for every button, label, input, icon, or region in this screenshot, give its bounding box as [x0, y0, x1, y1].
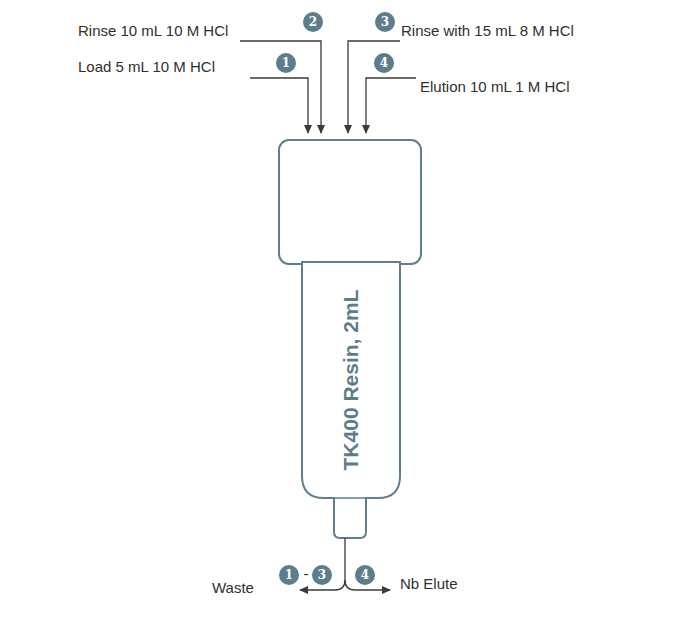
- inlet-line: [366, 78, 416, 133]
- inlet-line: [250, 78, 308, 133]
- step-label: Waste: [212, 579, 254, 597]
- callout-number: 1: [279, 565, 299, 585]
- step-label: Load 5 mL 10 M HCl: [78, 58, 215, 76]
- column-label: TK400 Resin, 2mL: [339, 290, 363, 471]
- column-body: [302, 262, 400, 538]
- inlet-line: [240, 41, 321, 133]
- reservoir: [279, 140, 421, 264]
- range-dash: -: [304, 565, 309, 583]
- inlet-line: [348, 41, 400, 133]
- callout-number: 1: [276, 53, 296, 73]
- callout-number: 3: [375, 12, 395, 32]
- step-label: Elution 10 mL 1 M HCl: [420, 78, 570, 96]
- step-label: Rinse with 15 mL 8 M HCl: [401, 22, 574, 40]
- callout-number: 2: [303, 12, 323, 32]
- step-label: Nb Elute: [400, 575, 458, 593]
- callout-number: 4: [355, 565, 375, 585]
- outlet-line: [300, 538, 345, 590]
- step-label: Rinse 10 mL 10 M HCl: [78, 22, 228, 40]
- tip-joint: [334, 497, 366, 499]
- callout-number: 4: [374, 53, 394, 73]
- callout-number: 3: [312, 565, 332, 585]
- resin-column: TK400 Resin, 2mL: [302, 262, 400, 498]
